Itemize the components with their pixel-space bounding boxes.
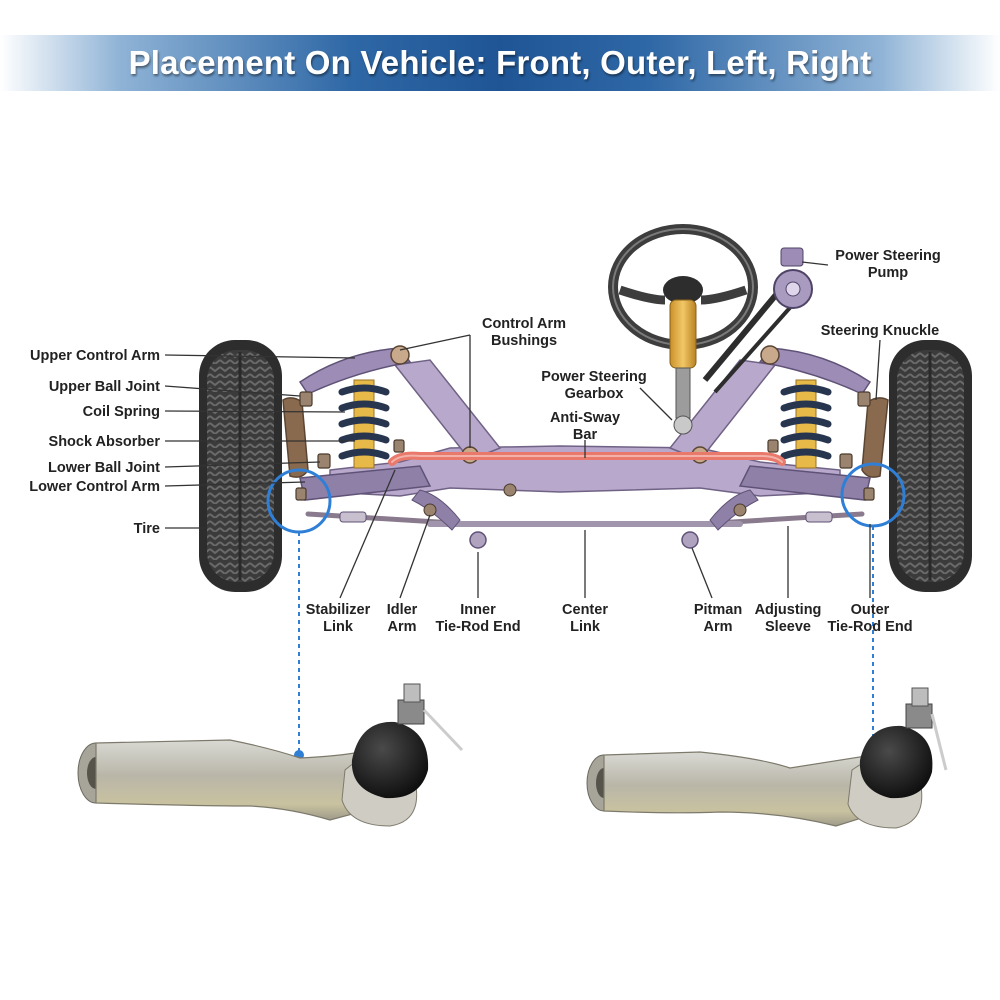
label-power-steering-gearbox-1: Power Steering bbox=[541, 369, 647, 385]
label-outer-tie-rod-end-2: Tie-Rod End bbox=[827, 619, 912, 635]
label-center-link-1: Center bbox=[562, 602, 608, 618]
label-stabilizer-link-1: Stabilizer bbox=[306, 602, 371, 618]
ball-joints bbox=[295, 391, 875, 501]
leader-lines bbox=[164, 261, 881, 599]
label-coil-spring: Coil Spring bbox=[83, 404, 160, 420]
left-coil-spring bbox=[338, 379, 390, 469]
label-inner-tie-rod-end-2: Tie-Rod End bbox=[435, 619, 520, 635]
label-anti-sway-bar-2: Bar bbox=[573, 427, 598, 443]
banner-title: Placement On Vehicle: Front, Outer, Left… bbox=[128, 44, 872, 81]
title-banner: Placement On Vehicle: Front, Outer, Left… bbox=[0, 35, 1000, 91]
label-power-steering-gearbox-2: Gearbox bbox=[565, 386, 624, 402]
right-coil-spring bbox=[780, 379, 832, 469]
label-anti-sway-bar-1: Anti-Sway bbox=[550, 410, 620, 426]
label-outer-tie-rod-end-1: Outer bbox=[851, 602, 890, 618]
label-lower-ball-joint: Lower Ball Joint bbox=[48, 460, 160, 476]
label-shock-absorber: Shock Absorber bbox=[49, 434, 161, 450]
label-pitman-arm-1: Pitman bbox=[694, 602, 742, 618]
label-stabilizer-link-2: Link bbox=[323, 619, 354, 635]
label-power-steering-pump-1: Power Steering bbox=[835, 248, 941, 264]
steering-linkage bbox=[305, 483, 865, 549]
label-power-steering-pump-2: Pump bbox=[868, 265, 908, 281]
label-upper-ball-joint: Upper Ball Joint bbox=[49, 379, 160, 395]
label-pitman-arm-2: Arm bbox=[703, 619, 732, 635]
right-steering-knuckle bbox=[861, 397, 889, 478]
label-upper-control-arm: Upper Control Arm bbox=[30, 348, 160, 364]
left-steering-knuckle bbox=[282, 397, 309, 478]
left-tire bbox=[199, 340, 282, 592]
power-steering-pump bbox=[702, 247, 813, 394]
right-tie-rod-end-product bbox=[586, 687, 948, 829]
label-adjusting-sleeve-2: Sleeve bbox=[765, 619, 811, 635]
steering-wheel bbox=[608, 224, 758, 435]
right-tire bbox=[889, 340, 972, 592]
part-labels: Upper Control Arm Upper Ball Joint Coil … bbox=[29, 248, 941, 635]
label-steering-knuckle: Steering Knuckle bbox=[821, 323, 939, 339]
label-tire: Tire bbox=[134, 521, 160, 537]
label-control-arm-bushings-2: Bushings bbox=[491, 333, 557, 349]
label-idler-arm-2: Arm bbox=[387, 619, 416, 635]
label-idler-arm-1: Idler bbox=[387, 602, 418, 618]
label-inner-tie-rod-end-1: Inner bbox=[460, 602, 496, 618]
right-upper-control-arm bbox=[758, 347, 872, 395]
left-upper-control-arm bbox=[298, 347, 412, 395]
left-tie-rod-end-product bbox=[77, 683, 464, 827]
label-control-arm-bushings-1: Control Arm bbox=[482, 316, 566, 332]
label-adjusting-sleeve-1: Adjusting bbox=[755, 602, 822, 618]
label-lower-control-arm: Lower Control Arm bbox=[29, 479, 160, 495]
label-center-link-2: Link bbox=[570, 619, 601, 635]
